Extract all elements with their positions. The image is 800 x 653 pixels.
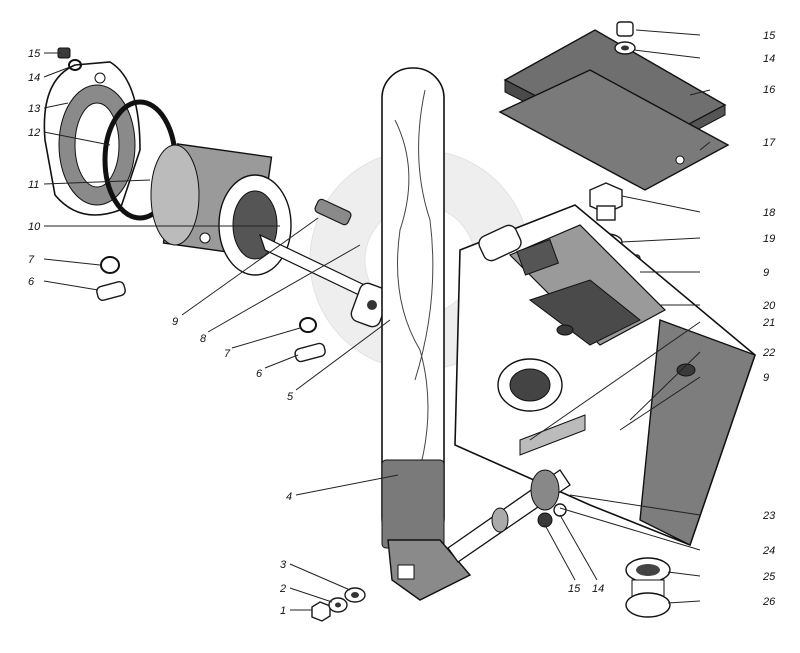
callout-16: 16: [763, 84, 776, 96]
upper-left-screw-washer: [57, 47, 82, 71]
flange-with-ring: [43, 61, 141, 216]
callout-15: 15: [568, 583, 581, 595]
nut-and-washers: [311, 587, 366, 622]
callout-10: 10: [28, 221, 41, 233]
callout-26: 26: [762, 596, 776, 608]
leader-lines: [43, 29, 711, 611]
valve-housing: [454, 204, 756, 547]
callout-22: 22: [762, 347, 775, 359]
callout-20: 20: [762, 300, 776, 312]
callout-6: 6: [28, 276, 35, 288]
callout-14: 14: [28, 72, 40, 84]
lever-handle: [381, 67, 472, 601]
callout-19: 19: [763, 233, 775, 245]
piston: [150, 143, 292, 276]
callout-2: 2: [279, 583, 286, 595]
gasket: [498, 69, 730, 191]
callout-7: 7: [28, 254, 35, 266]
callout-11: 11: [28, 179, 39, 191]
callout-24: 24: [762, 545, 775, 557]
cap-and-plug: [625, 557, 671, 618]
callout-9: 9: [763, 267, 769, 279]
callout-13: 13: [28, 103, 41, 115]
callout-12: 12: [28, 127, 40, 139]
callout-9: 9: [763, 372, 769, 384]
callout-14: 14: [763, 53, 775, 65]
callout-17: 17: [763, 137, 776, 149]
callout-8: 8: [200, 333, 207, 345]
callout-3: 3: [280, 559, 287, 571]
callout-1: 1: [280, 605, 286, 617]
callout-23: 23: [762, 510, 776, 522]
callout-18: 18: [763, 207, 776, 219]
callout-5: 5: [287, 391, 294, 403]
callout-15: 15: [763, 30, 776, 42]
callout-25: 25: [762, 571, 776, 583]
callout-15: 15: [28, 48, 41, 60]
callout-4: 4: [286, 491, 292, 503]
callout-7: 7: [224, 348, 231, 360]
clip-and-pin-right: [294, 317, 326, 363]
callout-14: 14: [592, 583, 604, 595]
top-screw-and-washer: [614, 21, 636, 55]
clip-and-pin-left: [96, 256, 126, 301]
control-shaft: [447, 469, 571, 563]
callout-labels: 15 14 13 12 11 10 7 6 9 8 7 6 5 4 3 2 1 …: [28, 30, 776, 617]
callout-9: 9: [172, 316, 178, 328]
callout-6: 6: [256, 368, 263, 380]
callout-21: 21: [762, 317, 775, 329]
